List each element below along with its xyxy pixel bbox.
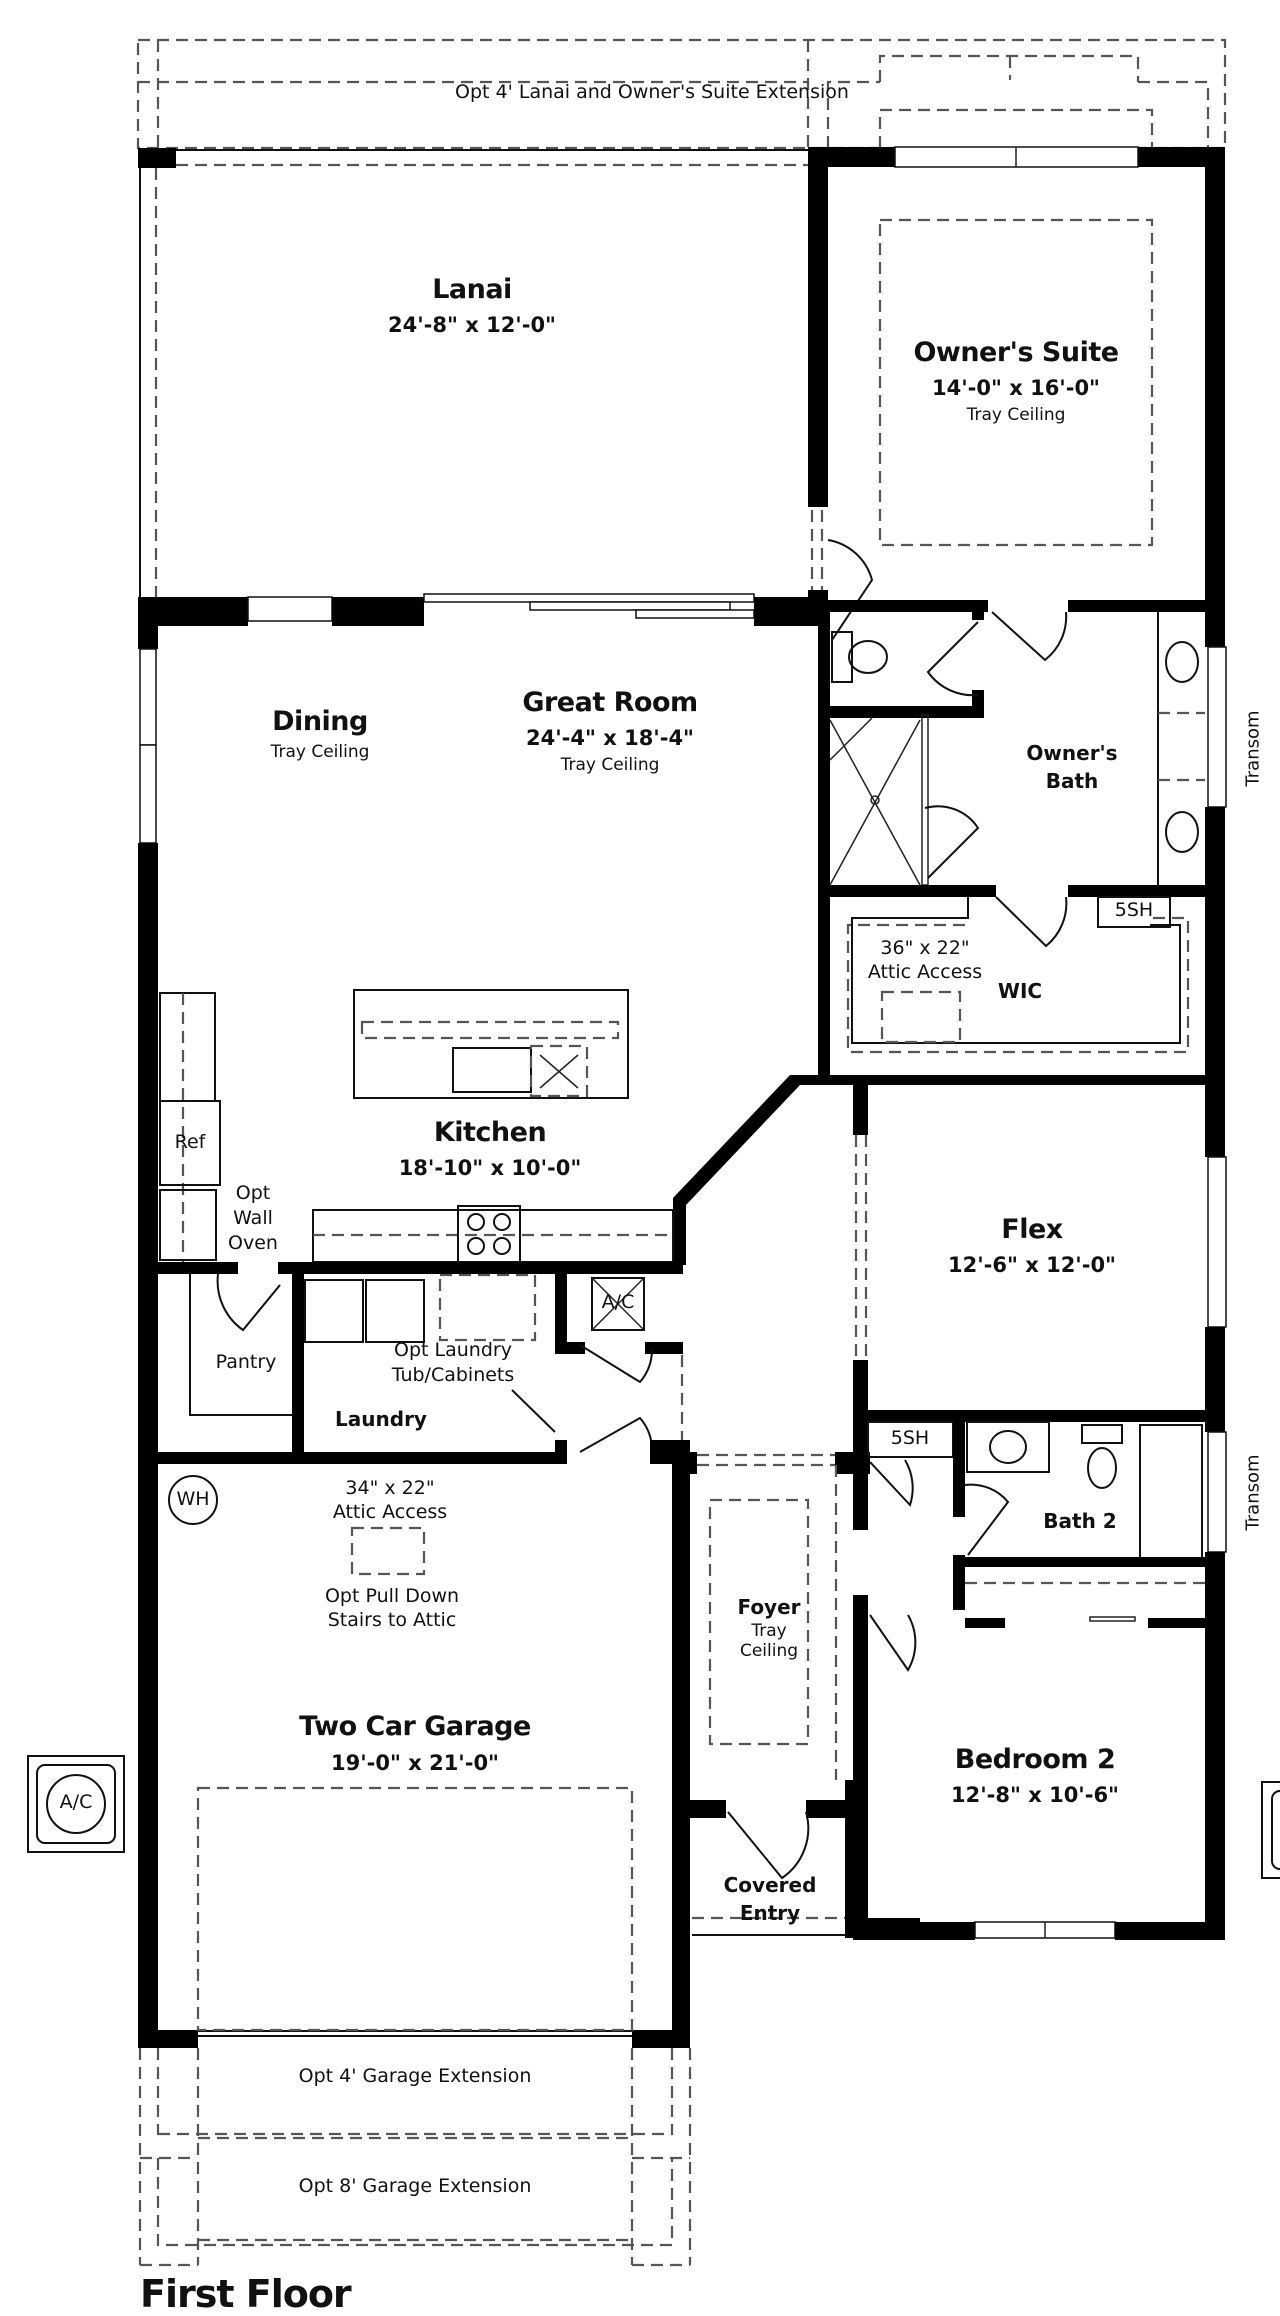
floor-title: First Floor — [140, 2272, 352, 2316]
foyer-note-1: Tray — [751, 1621, 787, 1641]
garage-interior — [168, 1475, 634, 2032]
garage-attic-size: 34" x 22" — [345, 1477, 435, 1499]
lanai-area — [138, 148, 808, 598]
wall-oven-1: Opt — [235, 1182, 271, 1204]
owners-bath-name-2: Bath — [1045, 769, 1099, 793]
laundry-opt-1: Opt Laundry — [394, 1339, 512, 1361]
wic-attic-label: Attic Access — [867, 961, 983, 983]
owners-suite-dim: 14'-0" x 16'-0" — [931, 376, 1101, 400]
garage-extensions — [138, 2048, 692, 2267]
foyer-note-2: Ceiling — [739, 1641, 799, 1661]
garage-dim: 19'-0" x 21'-0" — [330, 1751, 500, 1775]
opt-garage-ext-8-label: Opt 8' Garage Extension — [298, 2175, 532, 2197]
dining-name: Dining — [272, 706, 368, 737]
garage-stairs-2: Stairs to Attic — [327, 1609, 457, 1631]
owners-suite-name: Owner's Suite — [913, 337, 1119, 368]
ac-closet-label: A/C — [601, 1291, 635, 1313]
bedroom-wing — [853, 1410, 1225, 1940]
great-room-note: Tray Ceiling — [560, 755, 660, 775]
kitchen-fixtures — [159, 989, 674, 1270]
kitchen-dim: 18'-10" x 10'-0" — [398, 1156, 582, 1180]
laundry-opt-2: Tub/Cabinets — [391, 1364, 515, 1386]
lanai-name: Lanai — [432, 274, 512, 305]
transom-label-bath2: Transom — [1242, 1454, 1264, 1531]
wall-oven-3: Oven — [228, 1232, 278, 1254]
owners-suite-interior — [810, 218, 1154, 641]
bath2-name: Bath 2 — [1043, 1509, 1117, 1533]
pantry-label: Pantry — [215, 1351, 277, 1373]
flex-dim: 12'-6" x 12'-0" — [947, 1253, 1117, 1277]
kitchen-name: Kitchen — [433, 1117, 547, 1148]
covered-entry-2: Entry — [739, 1901, 801, 1925]
lanai-dim: 24'-8" x 12'-0" — [387, 313, 557, 337]
water-heater-label: WH — [176, 1488, 210, 1510]
utility-walls — [158, 1262, 870, 1474]
bedroom2-dim: 12'-8" x 10'-6" — [950, 1783, 1120, 1807]
bedroom2-name: Bedroom 2 — [954, 1744, 1116, 1775]
garage-name: Two Car Garage — [299, 1711, 531, 1742]
dining-note: Tray Ceiling — [270, 742, 370, 762]
wic-name: WIC — [997, 979, 1043, 1003]
ref-label: Ref — [174, 1131, 206, 1153]
laundry-name: Laundry — [335, 1407, 427, 1431]
bath2-shelf-label: 5SH — [890, 1427, 930, 1449]
flex-name: Flex — [1001, 1214, 1063, 1245]
opt-lanai-extension-label: Opt 4' Lanai and Owner's Suite Extension — [455, 81, 849, 103]
foyer-entry — [690, 1465, 920, 1938]
wall-oven-2: Wall — [233, 1207, 273, 1229]
covered-entry-1: Covered — [723, 1873, 817, 1897]
garage-attic-label: Attic Access — [332, 1501, 448, 1523]
foyer-name: Foyer — [737, 1595, 801, 1619]
owners-bath-name-1: Owner's — [1026, 741, 1118, 765]
transom-label-owners-bath: Transom — [1242, 710, 1264, 787]
owners-bath-interior — [808, 600, 1225, 1080]
opt-garage-ext-4-label: Opt 4' Garage Extension — [298, 2065, 532, 2087]
exterior-walls — [138, 146, 1227, 2048]
exterior-ac-unit-partial — [1261, 1781, 1280, 1879]
great-room-dim: 24'-4" x 18'-4" — [525, 726, 695, 750]
opt-lanai-extension-outline — [136, 38, 1227, 150]
hall-walls — [673, 1075, 1213, 1445]
wic-attic-size: 36" x 22" — [880, 937, 970, 959]
great-room-name: Great Room — [522, 687, 698, 718]
exterior-ac-label: A/C — [59, 1791, 93, 1813]
wic-interior — [808, 896, 1225, 1085]
wic-shelf-label: 5SH — [1114, 899, 1154, 921]
exterior-ac-unit — [27, 1755, 125, 1853]
garage-stairs-1: Opt Pull Down — [324, 1585, 460, 1607]
owners-suite-note: Tray Ceiling — [966, 405, 1066, 425]
